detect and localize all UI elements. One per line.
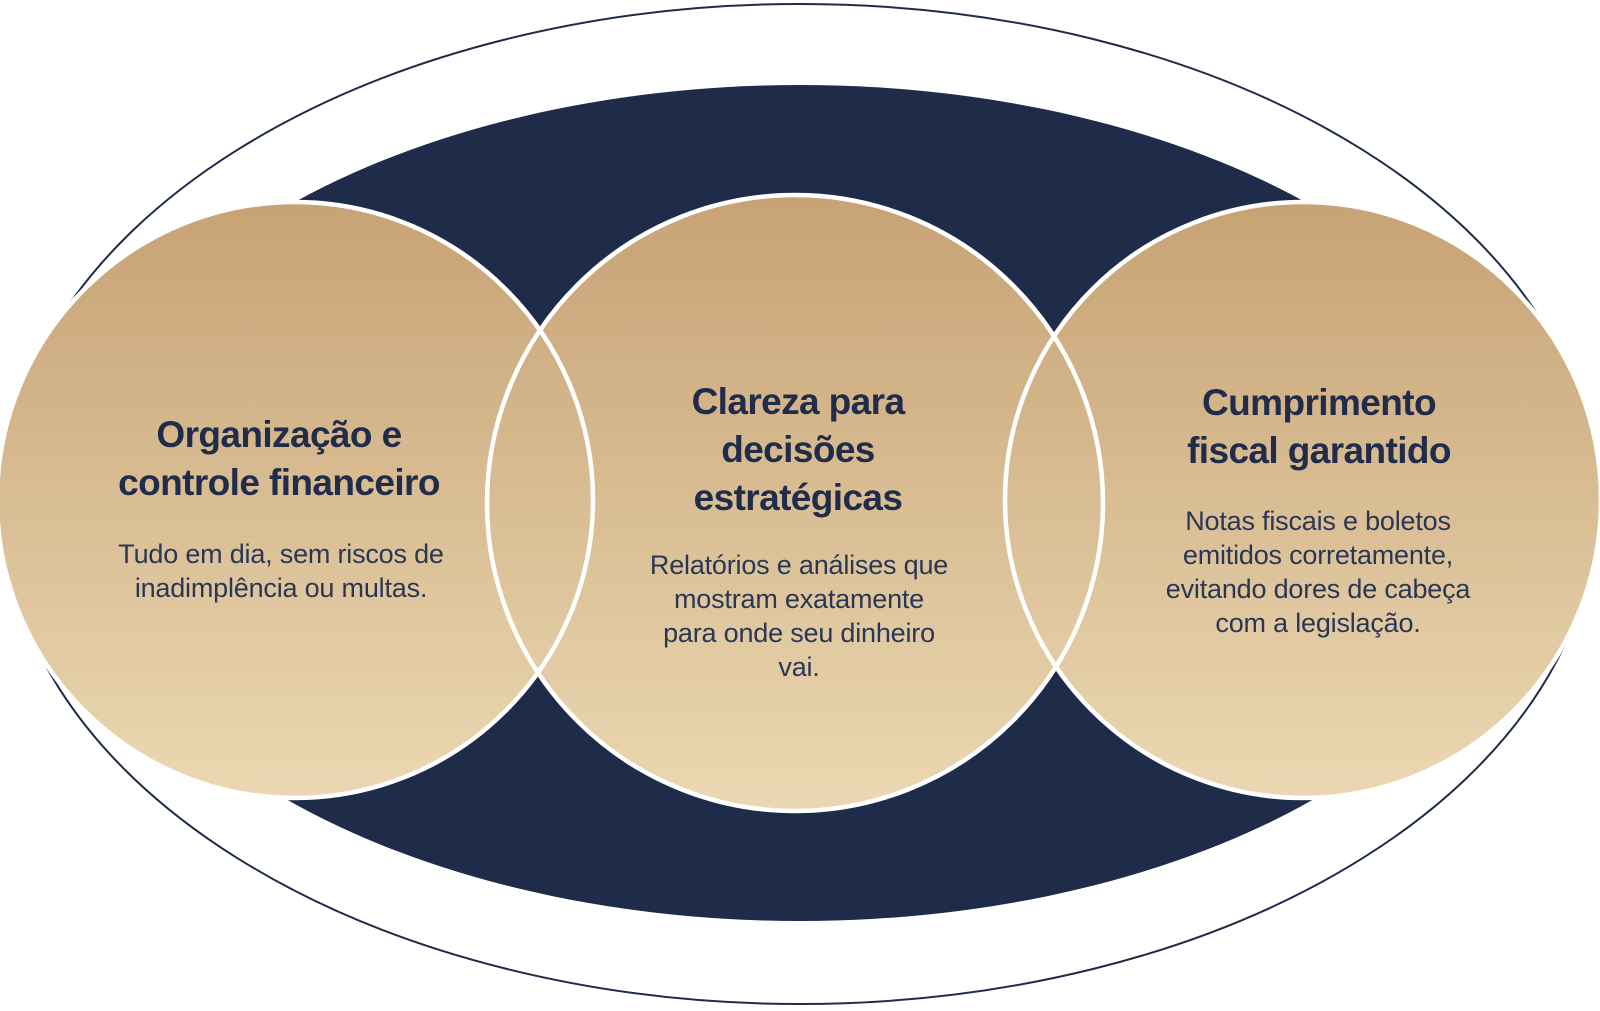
circle-left-subtitle: Tudo em dia, sem riscos de inadimplência… [118, 539, 444, 603]
circle-right-title: Cumprimento fiscal garantido [1187, 382, 1451, 471]
circle-center-subtitle: Relatórios e análises que mostram exatam… [649, 550, 949, 682]
circle-center-stroke [484, 192, 1106, 814]
circle-left-stroke [0, 199, 596, 801]
circle-right-subtitle: Notas fiscais e boletos emitidos correta… [1165, 506, 1471, 638]
circle-center-fill [487, 195, 1103, 811]
circle-left-title: Organização e controle financeiro [118, 414, 440, 503]
circle-right-stroke [1002, 199, 1600, 801]
circle-left-fill [0, 202, 593, 798]
circle-right-fill [1005, 202, 1600, 798]
circle-center-title: Clareza para decisões estratégicas [691, 381, 905, 518]
